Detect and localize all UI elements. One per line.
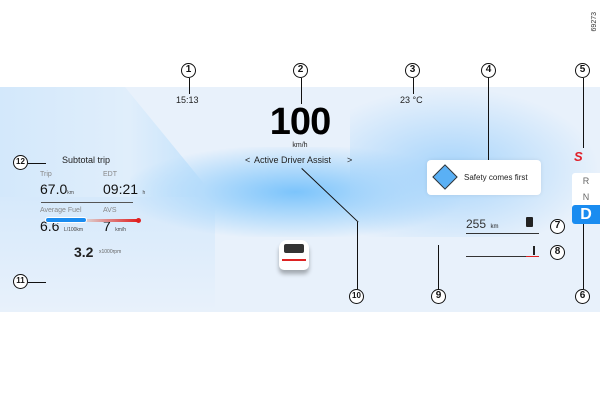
callout-2: 2 bbox=[293, 63, 308, 78]
clock: 15:13 bbox=[176, 95, 199, 105]
callout-4: 4 bbox=[481, 63, 496, 78]
callout-7: 7 bbox=[550, 219, 565, 234]
speed-value: 100 bbox=[269, 101, 331, 143]
speed-unit: km/h bbox=[292, 142, 308, 149]
avs-value-number: 7 bbox=[103, 218, 111, 234]
coolant-temperature-icon bbox=[533, 246, 535, 255]
leader-line bbox=[583, 78, 584, 148]
sport-mode-icon: S bbox=[574, 149, 583, 164]
fuel-label: Average Fuel bbox=[40, 207, 82, 214]
outside-temperature: 23 °C bbox=[400, 95, 423, 105]
leader-line bbox=[413, 78, 414, 94]
rpm-track bbox=[45, 219, 138, 222]
rpm-value: 3.2 bbox=[74, 244, 94, 260]
leader-line bbox=[189, 78, 190, 94]
range-value: 255 bbox=[466, 217, 487, 231]
edt-label: EDT bbox=[103, 171, 117, 178]
avs-unit: km/h bbox=[115, 227, 127, 233]
gear-selector: R N D bbox=[572, 173, 600, 224]
callout-3: 3 bbox=[405, 63, 420, 78]
rpm-unit: x1000rpm bbox=[99, 249, 122, 255]
edt-value: 09:21 h bbox=[103, 181, 145, 199]
leader-line bbox=[488, 78, 489, 160]
callout-1: 1 bbox=[181, 63, 196, 78]
edt-unit: h bbox=[142, 190, 146, 196]
notification-text: Safety comes first bbox=[464, 173, 528, 182]
callout-8: 8 bbox=[550, 245, 565, 260]
rpm-redline-dot bbox=[136, 218, 141, 223]
trip-divider bbox=[41, 202, 133, 203]
range-readout: 255 km bbox=[466, 215, 539, 234]
callout-10: 10 bbox=[349, 289, 364, 304]
adas-next-button[interactable]: > bbox=[347, 155, 353, 165]
adas-label: Active Driver Assist bbox=[254, 155, 332, 165]
leader-line bbox=[301, 78, 302, 104]
rpm-fill bbox=[45, 217, 87, 223]
trip-title: Subtotal trip bbox=[62, 155, 111, 165]
adas-prev-button[interactable]: < bbox=[245, 155, 251, 165]
car-icon bbox=[279, 240, 309, 270]
callout-6: 6 bbox=[575, 289, 590, 304]
figure-id: 69273 bbox=[591, 12, 598, 32]
fuel-pump-icon bbox=[526, 217, 533, 227]
trip-label: Trip bbox=[40, 171, 52, 178]
gear-r: R bbox=[582, 176, 590, 186]
leader-line bbox=[583, 224, 584, 289]
leader-line bbox=[357, 222, 358, 289]
range-unit: km bbox=[490, 224, 499, 230]
avs-value: 7 km/h bbox=[103, 218, 126, 236]
callout-11: 11 bbox=[13, 274, 28, 289]
instrument-cluster: 15:13 23 °C 100 km/h < Active Driver Ass… bbox=[0, 87, 600, 312]
avs-label: AVS bbox=[103, 207, 117, 214]
gear-n: N bbox=[582, 192, 590, 202]
fuel-unit: L/100km bbox=[63, 227, 84, 233]
edt-value-number: 09:21 bbox=[103, 181, 139, 197]
callout-5: 5 bbox=[575, 63, 590, 78]
leader-line bbox=[28, 282, 46, 283]
notification-card[interactable]: Safety comes first bbox=[427, 160, 541, 195]
trip-value-number: 67.0 bbox=[40, 181, 68, 197]
leader-line bbox=[28, 163, 46, 164]
trip-value: 67.0km bbox=[40, 181, 74, 199]
lane-assist-icon bbox=[432, 164, 458, 190]
gear-d-active: D bbox=[572, 205, 600, 224]
coolant-gauge bbox=[466, 246, 539, 257]
leader-line bbox=[438, 245, 439, 289]
coolant-warning-bar bbox=[526, 256, 539, 257]
trip-unit: km bbox=[67, 190, 74, 196]
callout-12: 12 bbox=[13, 155, 28, 170]
callout-9: 9 bbox=[431, 289, 446, 304]
